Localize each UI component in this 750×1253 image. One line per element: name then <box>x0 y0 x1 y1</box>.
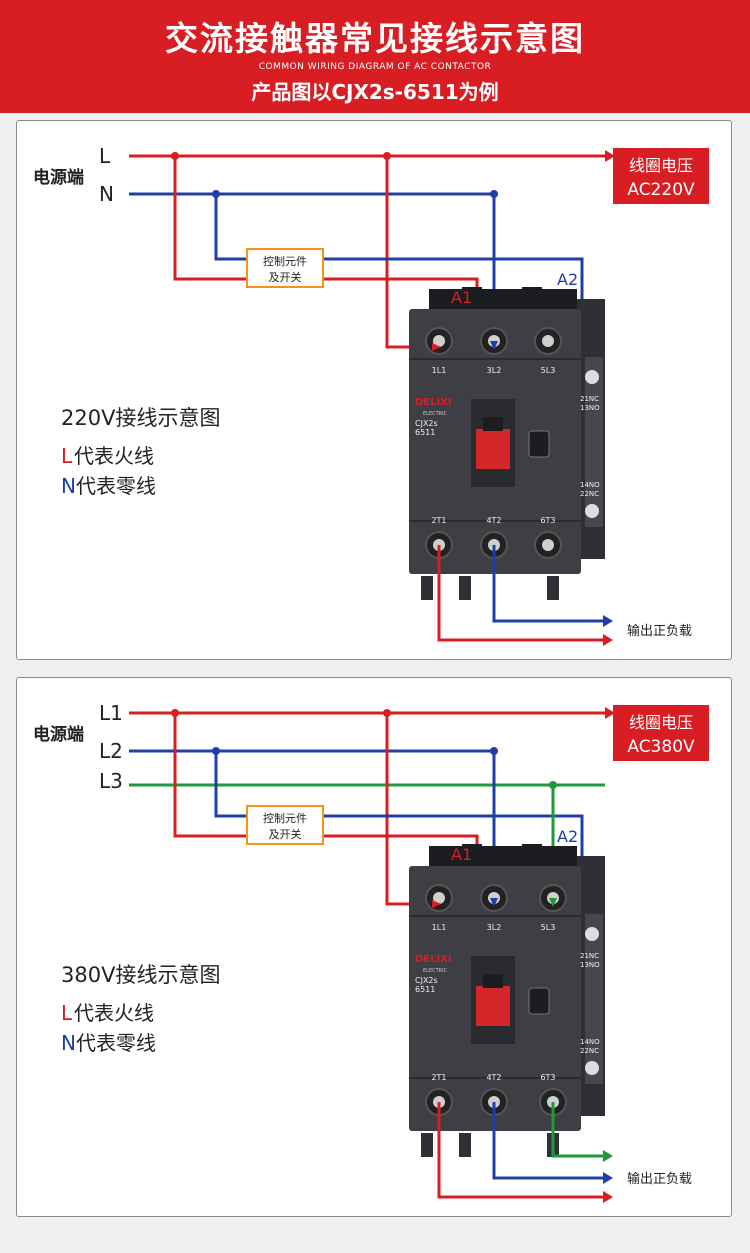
legend-n-text: 代表零线 <box>76 474 156 498</box>
wiring-diagram-220v: 电源端 L N 控制元件 及开关 线圈电压 AC220V <box>33 144 709 646</box>
control-element-box <box>246 248 324 288</box>
line-label-l: L <box>99 144 111 168</box>
brand-logo: DELIXI <box>415 954 452 965</box>
coil-badge-line-2: AC220V <box>627 180 695 200</box>
terminal-label-1l1: 1L1 <box>432 366 447 375</box>
terminal-label-4t2: 4T2 <box>486 1073 501 1082</box>
terminal-label-4t2: 4T2 <box>486 516 501 525</box>
brand-sub: ELECTRIC <box>423 968 448 974</box>
control-label-2: 及开关 <box>269 270 302 284</box>
terminal-label-6t3: 6T3 <box>540 1073 555 1082</box>
page-subtitle-cn: 产品图以CJX2s-6511为例 <box>251 80 499 104</box>
n-to-a2-wire <box>214 194 584 303</box>
legend-l-text: 代表火线 <box>74 444 154 468</box>
control-label-2: 及开关 <box>269 827 302 841</box>
terminal-label-5l3: 5L3 <box>541 923 556 932</box>
terminal-label-1l1: 1L1 <box>432 923 447 932</box>
coil-voltage-badge <box>613 705 709 761</box>
model-label: CJX2s <box>415 419 438 428</box>
control-element-box <box>246 805 324 845</box>
brand-sub: ELECTRIC <box>423 411 448 417</box>
coil-voltage-badge <box>613 148 709 204</box>
legend-n-text: 代表零线 <box>76 1031 156 1055</box>
line-label-l1: L1 <box>99 701 123 725</box>
l-to-a1-wire <box>173 156 479 301</box>
aux-label-14no: 14NO <box>580 1038 600 1046</box>
output-label: 输出正负载 <box>627 1171 692 1187</box>
coil-badge-line-1: 线圈电压 <box>629 713 693 732</box>
output-wire-green <box>551 1102 605 1158</box>
source-label: 电源端 <box>33 724 84 745</box>
output-label: 输出正负载 <box>627 623 692 639</box>
source-label: 电源端 <box>33 167 84 188</box>
control-label-1: 控制元件 <box>263 254 307 268</box>
header-banner: 交流接触器常见接线示意图 COMMON WIRING DIAGRAM OF AC… <box>0 0 750 113</box>
line-label-l3: L3 <box>99 769 123 793</box>
coil-badge-line-2: AC380V <box>627 737 695 757</box>
aux-label-21nc: 21NC <box>580 395 599 403</box>
panel-380v: 电源端 L1 L2 L3 控制元件 及开关 线圈电压 AC380V <box>16 677 732 1217</box>
aux-label-13no: 13NO <box>580 404 600 412</box>
output-wire-red <box>437 1102 605 1199</box>
diagram-title: 220V接线示意图 <box>61 406 220 430</box>
a1-label: A1 <box>451 288 472 307</box>
model-no-label: 6511 <box>415 428 435 437</box>
brand-logo: DELIXI <box>415 397 452 408</box>
a2-label: A2 <box>557 270 578 289</box>
legend-l-letter: L <box>61 444 73 468</box>
aux-label-13no: 13NO <box>580 961 600 969</box>
l2-to-a2-wire <box>214 751 584 860</box>
aux-label-22nc: 22NC <box>580 1047 599 1055</box>
aux-label-22nc: 22NC <box>580 490 599 498</box>
coil-badge-line-1: 线圈电压 <box>629 156 693 175</box>
l-bus-arrow <box>605 150 615 162</box>
wiring-diagram-380v: 电源端 L1 L2 L3 控制元件 及开关 线圈电压 AC380V <box>33 701 709 1203</box>
legend-n-letter: N <box>61 1031 76 1055</box>
terminal-label-5l3: 5L3 <box>541 366 556 375</box>
legend-l-letter: L <box>61 1001 73 1025</box>
contactor-device <box>409 287 605 600</box>
output-wire-blue <box>492 545 605 623</box>
model-label: CJX2s <box>415 976 438 985</box>
model-no-label: 6511 <box>415 985 435 994</box>
control-label-1: 控制元件 <box>263 811 307 825</box>
terminal-label-3l2: 3L2 <box>487 366 502 375</box>
output-wire-red <box>437 545 605 642</box>
line-label-n: N <box>99 182 114 206</box>
line-label-l2: L2 <box>99 739 123 763</box>
legend-l-text: 代表火线 <box>74 1001 154 1025</box>
terminal-label-2t1: 2T1 <box>431 1073 446 1082</box>
page-subtitle-en: COMMON WIRING DIAGRAM OF AC CONTACTOR <box>258 62 492 72</box>
aux-label-14no: 14NO <box>580 481 600 489</box>
a1-label: A1 <box>451 845 472 864</box>
terminal-label-6t3: 6T3 <box>540 516 555 525</box>
terminal-label-2t1: 2T1 <box>431 516 446 525</box>
terminal-label-3l2: 3L2 <box>487 923 502 932</box>
legend-n-letter: N <box>61 474 76 498</box>
aux-label-21nc: 21NC <box>580 952 599 960</box>
panel-220v: 电源端 L N 控制元件 及开关 线圈电压 AC220V <box>16 120 732 660</box>
a2-label: A2 <box>557 827 578 846</box>
diagram-title: 380V接线示意图 <box>61 963 220 987</box>
l1-bus-arrow <box>605 707 615 719</box>
output-wire-blue <box>492 1102 605 1180</box>
page-title: 交流接触器常见接线示意图 <box>165 19 585 58</box>
